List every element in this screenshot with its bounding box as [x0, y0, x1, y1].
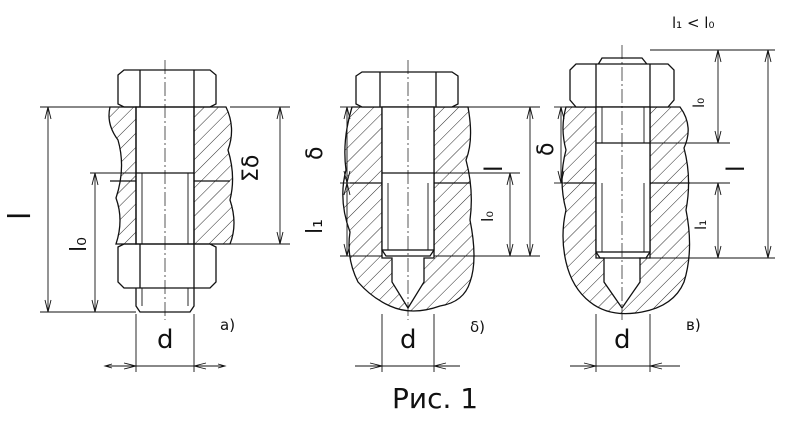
bolt-head-b: [355, 71, 459, 108]
figure-b-screw-in-body: [342, 71, 475, 312]
bolt-head-a: [117, 69, 217, 108]
nut-a: [117, 243, 217, 289]
dimensions-a: [40, 106, 290, 372]
label-a-thread-length: l₀: [67, 237, 92, 252]
label-c-engaged-length: l₁: [692, 220, 710, 230]
label-c-total-length: l: [722, 165, 750, 172]
figure-a-bolt-with-nut: [108, 69, 235, 313]
label-b-thickness: δ: [303, 147, 328, 160]
label-b-thread-length: l₀: [478, 211, 497, 222]
label-b-tag: δ): [470, 318, 485, 336]
stud-shank-c: [595, 106, 651, 253]
label-b-total-length: l: [480, 165, 508, 172]
label-a-tag: a): [220, 316, 235, 334]
label-b-diameter: d: [400, 325, 417, 355]
label-a-total-length: l: [3, 212, 38, 220]
label-c-diameter: d: [614, 325, 631, 355]
labels-c: l₁ < l₀ δ l₀ l l₁ d в): [534, 14, 750, 355]
label-c-condition: l₁ < l₀: [672, 14, 714, 32]
dimensions-c: [554, 49, 775, 372]
label-c-thickness: δ: [534, 143, 559, 156]
label-c-tag: в): [686, 316, 701, 334]
label-a-stack: Σδ: [239, 155, 264, 182]
body-b: [342, 106, 475, 312]
dimensions-b: [340, 106, 540, 372]
plates-a: [108, 106, 137, 245]
body-c: [561, 106, 691, 315]
labels-a: l l₀ Σδ d a): [3, 155, 264, 355]
label-c-thread-length: l₀: [690, 98, 708, 108]
label-b-engaged-length: l₁: [303, 219, 328, 234]
label-a-diameter: d: [157, 325, 174, 355]
figure-c-stud: [561, 57, 691, 315]
labels-b: δ l₁ l l₀ d δ): [303, 147, 508, 355]
figure-caption: Рис. 1: [392, 382, 478, 415]
